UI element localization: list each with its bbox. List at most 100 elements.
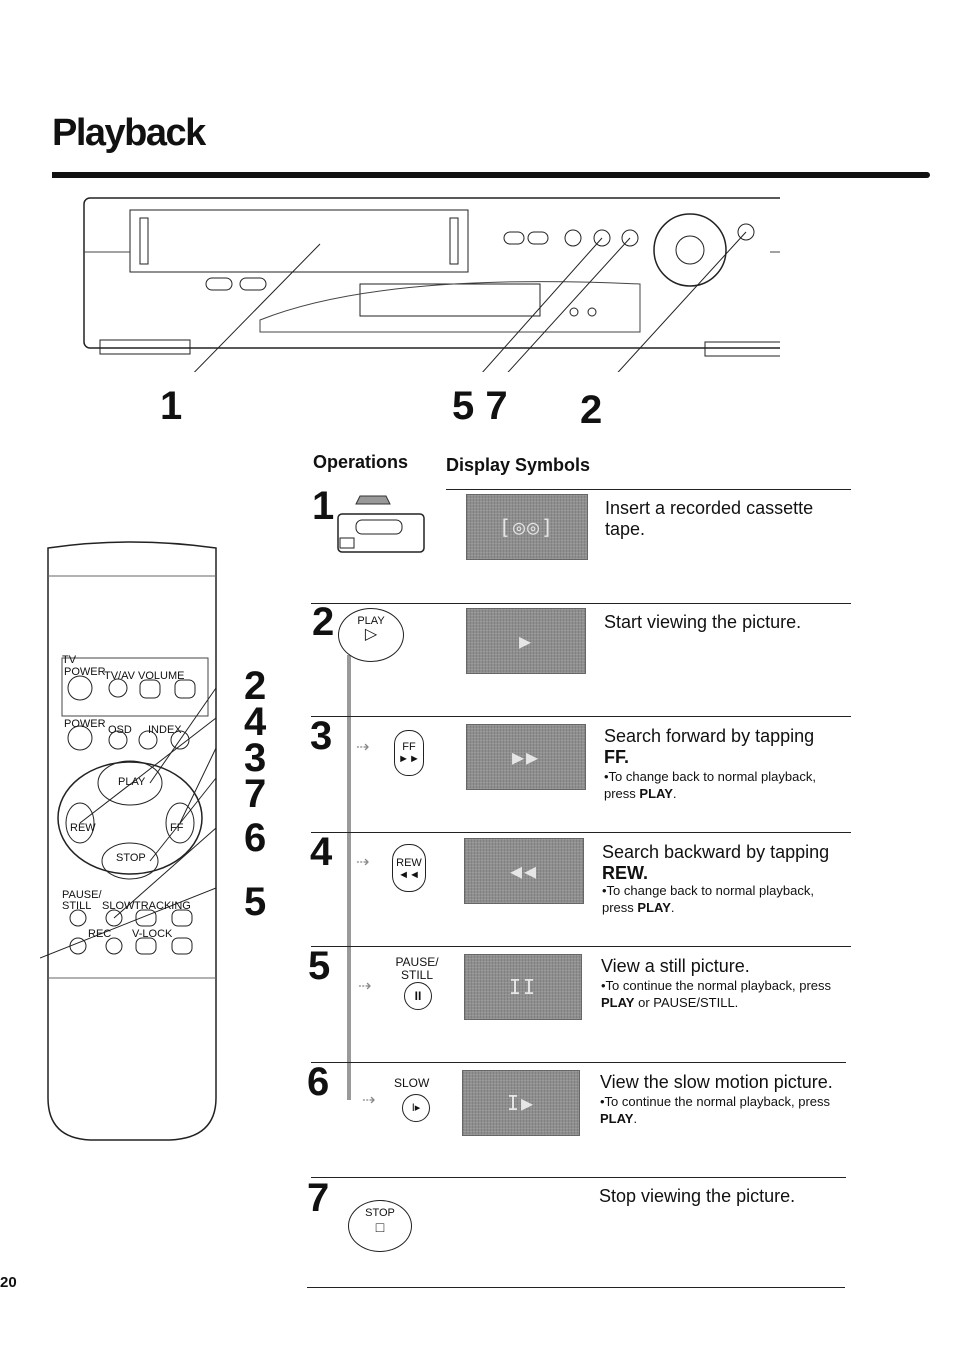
step-4-note-bold: PLAY — [637, 900, 671, 915]
remote-play-button — [97, 760, 163, 806]
step-4-rule — [311, 832, 851, 833]
step-6-note-tail: . — [633, 1111, 638, 1126]
step-3-text-block: Search forward by tapping FF. — [604, 726, 844, 768]
remote-power-label: POWER — [64, 666, 106, 678]
remote-tvav-label: TV/AV — [104, 670, 135, 682]
step-5-note-block: •To continue the normal playback, press … — [601, 977, 841, 1011]
pause-button-label: PAUSE/ STILL — [395, 955, 439, 982]
page-number: 20 — [0, 1274, 17, 1291]
cassette-slot — [129, 209, 469, 273]
remote-osd-label: OSD — [108, 724, 132, 736]
header-rule — [446, 489, 851, 490]
play-button-label: PLAY — [357, 615, 385, 627]
remote-ff-button — [165, 802, 195, 844]
step-4-text-block: Search backward by tapping REW. — [602, 842, 842, 884]
remote-stop-label: STOP — [116, 852, 146, 864]
step-1-display: [◎◎] — [466, 494, 588, 560]
step-4-display: ◀◀ — [464, 838, 584, 904]
step-5-text: View a still picture. — [601, 956, 750, 976]
stop-button-icon: STOP □ — [348, 1200, 412, 1252]
step-4-bold: REW. — [602, 863, 649, 883]
step-2-text: Start viewing the picture. — [604, 612, 802, 632]
remote-rew-button — [65, 802, 95, 844]
vcr-body — [83, 197, 780, 349]
ff-icon: FF ►► — [394, 730, 424, 776]
step-6-note-block: •To continue the normal playback, press … — [600, 1093, 840, 1127]
step-5-number: 5 — [308, 944, 331, 988]
remote-tracking-label: TRACKING — [134, 900, 191, 912]
remote-tv-power-icon — [67, 675, 93, 701]
step-6-text: View the slow motion picture. — [600, 1072, 833, 1092]
bottom-rule — [307, 1287, 845, 1288]
rew-button-label: REW — [396, 857, 422, 869]
step-6-note: •To continue the normal playback, press — [600, 1094, 831, 1109]
step-5-rule — [311, 946, 851, 947]
step-1-text: Insert a recorded cassette tape. — [605, 498, 814, 539]
remote-power-icon — [67, 725, 93, 751]
step-2-number: 2 — [312, 600, 335, 644]
step-6-note-bold: PLAY — [600, 1111, 634, 1126]
page-title: Playback — [52, 112, 206, 154]
vcr-illustration — [83, 197, 780, 372]
remote-control-illustration — [40, 541, 217, 1141]
vcr-rec-button — [564, 229, 582, 247]
remote-vlock-label: V-LOCK — [132, 928, 173, 940]
play-triangle-icon: ▷ — [364, 626, 378, 643]
remote-slow-label: SLOW — [102, 900, 135, 912]
step-4-note: •To change back to normal playback, pres… — [602, 883, 814, 915]
ff-button-label: FF — [402, 741, 416, 753]
step-4-text: Search backward by tapping — [602, 842, 830, 862]
flow-connector — [347, 655, 351, 1100]
remote-volume-label: VOLUME — [138, 670, 185, 682]
step-3-note-bold: PLAY — [639, 786, 673, 801]
remote-callout-5: 5 — [244, 880, 267, 924]
stop-square-icon: □ — [375, 1219, 385, 1235]
pause-icon: II — [404, 982, 432, 1010]
vcr-stop-button — [621, 229, 639, 247]
step-5-display: II — [464, 954, 582, 1020]
step-6-number: 6 — [307, 1060, 330, 1104]
cassette-insert-icon — [337, 495, 425, 553]
remote-power2-label: POWER — [64, 718, 106, 730]
step-6-rule — [311, 1062, 846, 1063]
step-2-rule — [311, 603, 851, 604]
step-7-text: Stop viewing the picture. — [599, 1186, 796, 1206]
step-7-rule — [311, 1177, 846, 1178]
step-7-number: 7 — [307, 1176, 330, 1220]
remote-rew-label: REW — [70, 822, 96, 834]
slow-button-label: SLOW — [394, 1076, 430, 1090]
remote-pause-label: PAUSE/ STILL — [62, 889, 102, 912]
remote-callout-2: 2 — [244, 664, 267, 708]
arrow-icon-2: ⇢ — [356, 854, 370, 871]
vcr-callout-2: 2 — [580, 388, 603, 432]
play-button-icon: PLAY ▷ — [338, 608, 404, 662]
remote-ff-label: FF — [170, 822, 184, 834]
operations-header: Operations — [313, 452, 409, 472]
title-rule — [52, 172, 930, 178]
remote-tv-label: TV — [62, 654, 77, 666]
step-3-note-tail: . — [672, 786, 677, 801]
step-3-text: Search forward by tapping — [604, 726, 815, 746]
vcr-jog-dial — [653, 213, 727, 287]
step-4-number: 4 — [310, 830, 333, 874]
step-4-note-tail: . — [670, 900, 675, 915]
arrow-icon-4: ⇢ — [362, 1092, 376, 1109]
step-3-rule — [311, 716, 851, 717]
vcr-play-button — [737, 223, 755, 241]
rew-icon: REW ◄◄ — [392, 844, 426, 892]
vcr-callout-57: 5 7 — [452, 384, 508, 428]
step-6-display: I▶ — [462, 1070, 580, 1136]
arrow-icon-3: ⇢ — [358, 978, 372, 995]
remote-play-label: PLAY — [118, 776, 146, 788]
vcr-callout-1: 1 — [160, 384, 183, 428]
step-3-bold: FF. — [604, 747, 629, 767]
arrow-icon: ⇢ — [356, 739, 370, 756]
step-4-note-block: •To change back to normal playback, pres… — [602, 882, 842, 916]
step-3-number: 3 — [310, 714, 333, 758]
step-3-note: •To change back to normal playback, pres… — [604, 769, 816, 801]
remote-index-label: INDEX — [148, 724, 182, 736]
step-3-note-block: •To change back to normal playback, pres… — [604, 768, 844, 802]
remote-callout-6: 6 — [244, 816, 267, 860]
vcr-pause-button — [593, 229, 611, 247]
remote-callout-4: 4 — [244, 700, 267, 744]
